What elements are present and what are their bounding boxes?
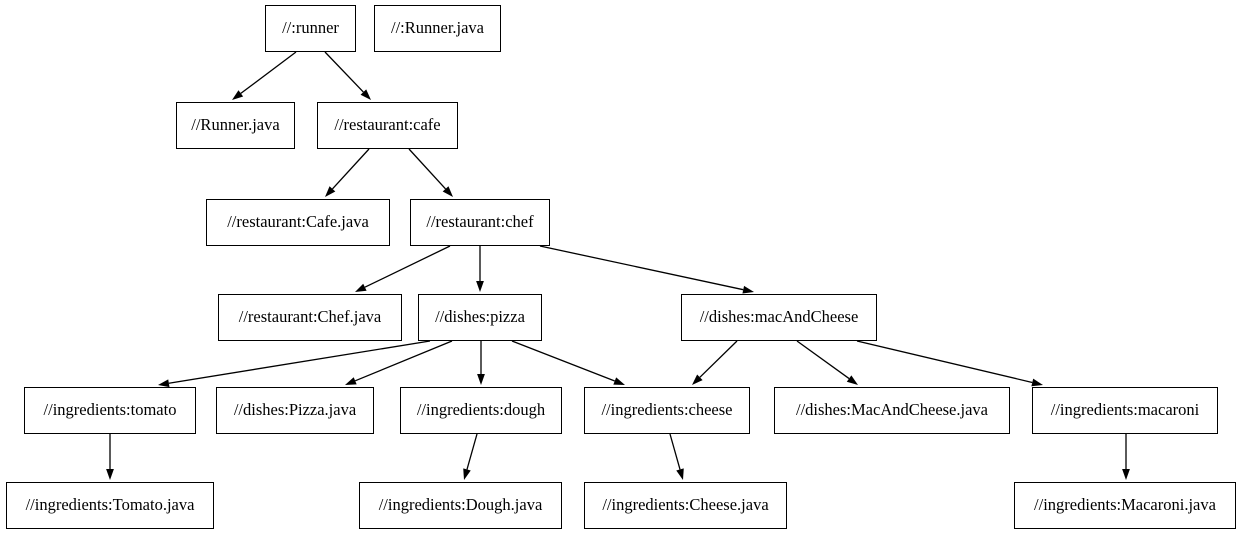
graph-node-label: //ingredients:cheese [601, 400, 733, 420]
graph-node-restaurant_chef[interactable]: //restaurant:chef [410, 199, 550, 246]
graph-node-runner_java_root[interactable]: //:Runner.java [374, 5, 501, 52]
graph-node-cafe_java[interactable]: //restaurant:Cafe.java [206, 199, 390, 246]
graph-edge-restaurant_chef-to-dishes_mac [539, 245, 754, 294]
graph-edge-runner-to-restaurant_cafe [324, 51, 371, 100]
graph-edge-dishes_mac-to-ing_macaroni [856, 340, 1043, 387]
graph-node-ing_tomato[interactable]: //ingredients:tomato [24, 387, 196, 434]
graph-node-runner_java[interactable]: //Runner.java [176, 102, 295, 149]
graph-node-label: //ingredients:Dough.java [378, 495, 543, 515]
graph-node-label: //restaurant:Cafe.java [227, 212, 369, 232]
graph-node-tomato_java[interactable]: //ingredients:Tomato.java [6, 482, 214, 529]
graph-edge-ing_tomato-to-tomato_java [106, 434, 114, 480]
graph-edge-restaurant_cafe-to-restaurant_chef [408, 148, 453, 197]
graph-node-ing_dough[interactable]: //ingredients:dough [400, 387, 562, 434]
graph-node-label: //ingredients:dough [416, 400, 546, 420]
graph-edge-ing_cheese-to-cheese_java [669, 433, 684, 480]
graph-node-runner[interactable]: //:runner [265, 5, 356, 52]
graph-node-cheese_java[interactable]: //ingredients:Cheese.java [584, 482, 787, 529]
graph-node-label: //dishes:macAndCheese [699, 307, 859, 327]
graph-edge-dishes_pizza-to-ing_dough [477, 341, 485, 385]
graph-node-label: //dishes:pizza [435, 307, 525, 327]
graph-edge-restaurant_cafe-to-cafe_java [325, 148, 370, 197]
graph-node-label: //:runner [282, 18, 339, 38]
graph-edge-ing_macaroni-to-macaroni_java [1122, 434, 1130, 480]
graph-node-label: //restaurant:cafe [334, 115, 441, 135]
graph-node-label: //ingredients:Macaroni.java [1034, 495, 1216, 515]
graph-node-dishes_pizza[interactable]: //dishes:pizza [418, 294, 542, 341]
graph-node-label: //ingredients:macaroni [1050, 400, 1200, 420]
graph-edge-restaurant_chef-to-dishes_pizza [476, 246, 484, 292]
graph-node-label: //restaurant:Chef.java [238, 307, 382, 327]
graph-edge-dishes_pizza-to-pizza_java [345, 340, 453, 385]
graph-node-label: //ingredients:Tomato.java [25, 495, 195, 515]
graph-node-label: //Runner.java [191, 115, 280, 135]
graph-node-label: //restaurant:chef [426, 212, 534, 232]
graph-node-label: //dishes:Pizza.java [233, 400, 357, 420]
graph-node-label: //:Runner.java [390, 18, 485, 38]
graph-edge-dishes_mac-to-mac_java [796, 340, 858, 385]
graph-edge-restaurant_chef-to-chef_java [355, 245, 451, 292]
graph-edge-dishes_pizza-to-ing_cheese [511, 340, 625, 385]
graph-node-pizza_java[interactable]: //dishes:Pizza.java [216, 387, 374, 434]
graph-node-chef_java[interactable]: //restaurant:Chef.java [218, 294, 402, 341]
graph-node-label: //ingredients:tomato [43, 400, 177, 420]
graph-node-ing_cheese[interactable]: //ingredients:cheese [584, 387, 750, 434]
graph-node-dough_java[interactable]: //ingredients:Dough.java [359, 482, 562, 529]
graph-node-dishes_mac[interactable]: //dishes:macAndCheese [681, 294, 877, 341]
graph-edge-dishes_mac-to-ing_cheese [692, 340, 738, 385]
graph-node-mac_java[interactable]: //dishes:MacAndCheese.java [774, 387, 1010, 434]
graph-edge-runner-to-runner_java [232, 51, 297, 100]
graph-node-ing_macaroni[interactable]: //ingredients:macaroni [1032, 387, 1218, 434]
graph-node-restaurant_cafe[interactable]: //restaurant:cafe [317, 102, 458, 149]
graph-edge-dishes_pizza-to-ing_tomato [158, 340, 431, 388]
graph-node-label: //dishes:MacAndCheese.java [796, 400, 988, 420]
graph-edge-ing_dough-to-dough_java [463, 433, 478, 480]
graph-node-macaroni_java[interactable]: //ingredients:Macaroni.java [1014, 482, 1236, 529]
graph-node-label: //ingredients:Cheese.java [602, 495, 769, 515]
